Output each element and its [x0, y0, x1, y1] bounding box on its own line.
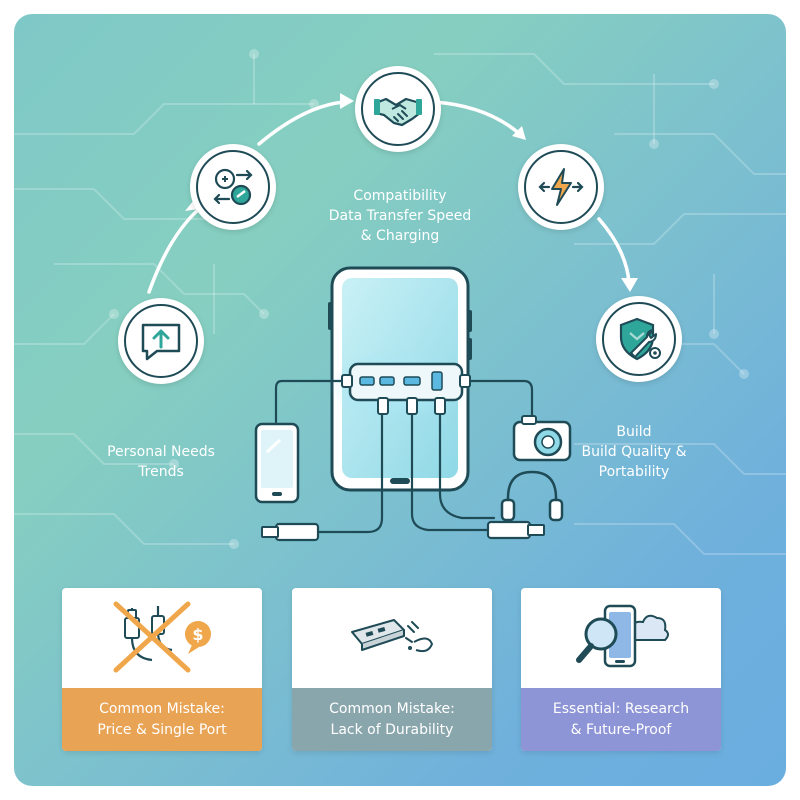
cycle-arrow-1	[147, 207, 201, 294]
label-line: Personal Needs	[107, 444, 215, 460]
step-compatibility	[355, 66, 441, 152]
cycle-arrow-3	[432, 100, 524, 138]
headphones-device	[500, 470, 564, 522]
crossed-cable-dollar-icon: $	[113, 601, 211, 673]
label-line: & Charging	[360, 228, 440, 244]
lightning-arrows-icon	[538, 168, 584, 206]
step-build-quality	[596, 296, 682, 382]
cycle-arrow-4	[597, 217, 631, 284]
card-title-line: Common Mistake:	[329, 700, 455, 717]
card-title-line: Price & Single Port	[97, 721, 227, 738]
card-illustration	[521, 588, 721, 688]
card-band: Common Mistake: Price & Single Port	[62, 688, 262, 751]
label-line: Data Transfer Speed	[328, 208, 472, 224]
usb-plug-left	[261, 522, 320, 542]
card-mistake-price: $ Common Mistake: Price & Single Port	[62, 588, 262, 751]
shield-wrench-icon	[619, 317, 661, 361]
card-illustration: $	[62, 588, 262, 688]
exchange-arrows-icon	[213, 168, 253, 206]
card-essential-research: Essential: Research & Future-Proof	[521, 588, 721, 751]
card-mistake-durability: Common Mistake: Lack of Durability	[292, 588, 492, 751]
card-title-line: Lack of Durability	[330, 721, 454, 738]
chat-bubble-up-arrow-icon	[141, 323, 181, 361]
infographic-canvas: Personal Needs Trends Compatibility Data…	[14, 14, 786, 786]
step-speed	[518, 144, 604, 230]
magnifier-phone-cloud-icon	[576, 604, 669, 668]
label-line: Build Quality &	[581, 444, 687, 460]
label-compatibility: Compatibility Data Transfer Speed & Char…	[300, 186, 500, 246]
cycle-arrow-2	[257, 100, 346, 146]
card-illustration	[292, 588, 492, 688]
card-title-line: Essential: Research	[552, 700, 690, 717]
label-line: Build	[616, 424, 652, 440]
camera-device	[512, 415, 572, 462]
step-personal-needs	[118, 298, 204, 384]
small-phone-device	[254, 422, 300, 504]
label-build-quality: Build Build Quality & Portability	[554, 422, 714, 482]
label-line: Trends	[138, 464, 184, 480]
card-band: Common Mistake: Lack of Durability	[292, 688, 492, 751]
usb-plug-right	[486, 520, 545, 540]
card-band: Essential: Research & Future-Proof	[521, 688, 721, 751]
handshake-icon	[374, 97, 422, 127]
phone-hub-illustration	[254, 266, 572, 542]
label-line: Portability	[598, 464, 670, 480]
label-line: Compatibility	[353, 188, 447, 204]
label-personal-needs: Personal Needs Trends	[86, 442, 236, 482]
step-exchange	[190, 144, 276, 230]
svg-text:$: $	[192, 625, 203, 644]
card-title-line: Common Mistake:	[99, 700, 225, 717]
broken-hub-icon	[351, 619, 434, 653]
card-title-line: & Future-Proof	[570, 721, 672, 738]
